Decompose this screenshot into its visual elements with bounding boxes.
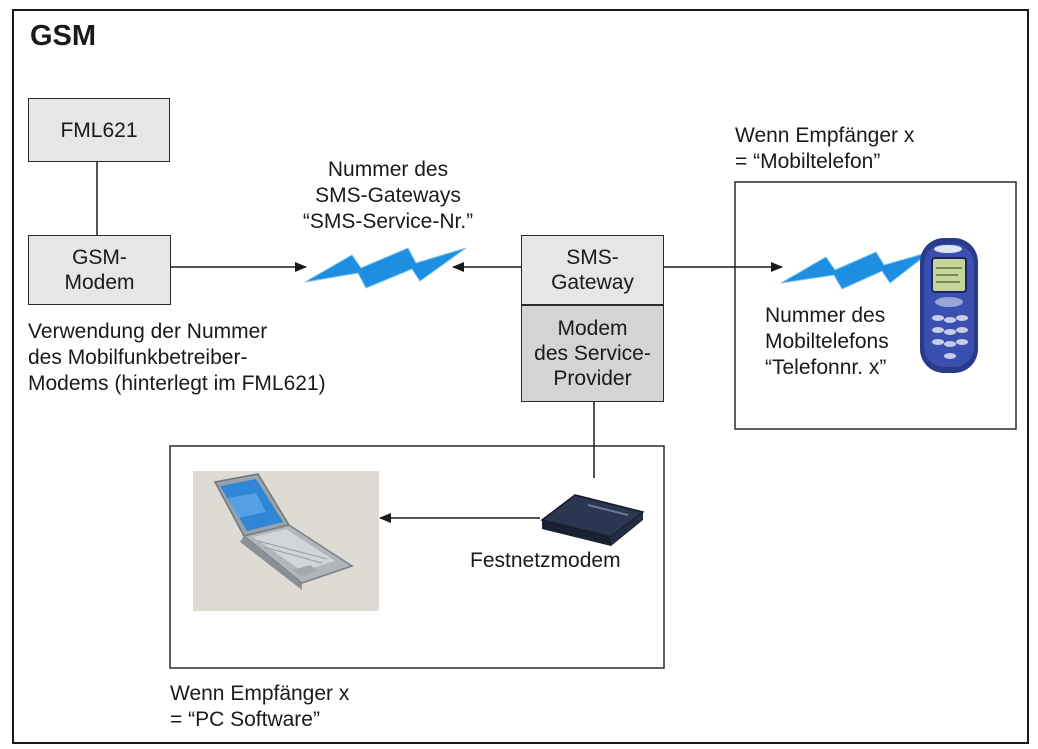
sms-gateway-box: SMS- Gateway	[521, 235, 664, 305]
operator-modem-label: Verwendung der Nummer des Mobilfunkbetre…	[28, 320, 326, 395]
gsm-network-lightning-icon	[304, 247, 467, 289]
gsm-modem-box: GSM- Modem	[28, 235, 171, 305]
pc-recipient-label: Wenn Empfänger x = “PC Software”	[170, 682, 350, 731]
provider-modem-box: Modem des Service- Provider	[521, 305, 664, 402]
landline-modem-label: Festnetzmodem	[470, 549, 621, 572]
landline-modem-icon	[540, 494, 645, 546]
diagram-title: GSM	[30, 20, 97, 52]
fml621-box: FML621	[28, 98, 170, 162]
mobile-recipient-label: Wenn Empfänger x = “Mobiltelefon”	[735, 124, 915, 173]
mobile-number-label: Nummer des Mobiltelefons “Telefonnr. x”	[765, 304, 889, 379]
sms-gateway-number-label: Nummer des SMS-Gateways “SMS-Service-Nr.…	[302, 158, 474, 233]
mobile-phone-icon	[920, 238, 978, 373]
laptop-icon	[193, 471, 379, 611]
diagram-frame	[12, 9, 1029, 744]
